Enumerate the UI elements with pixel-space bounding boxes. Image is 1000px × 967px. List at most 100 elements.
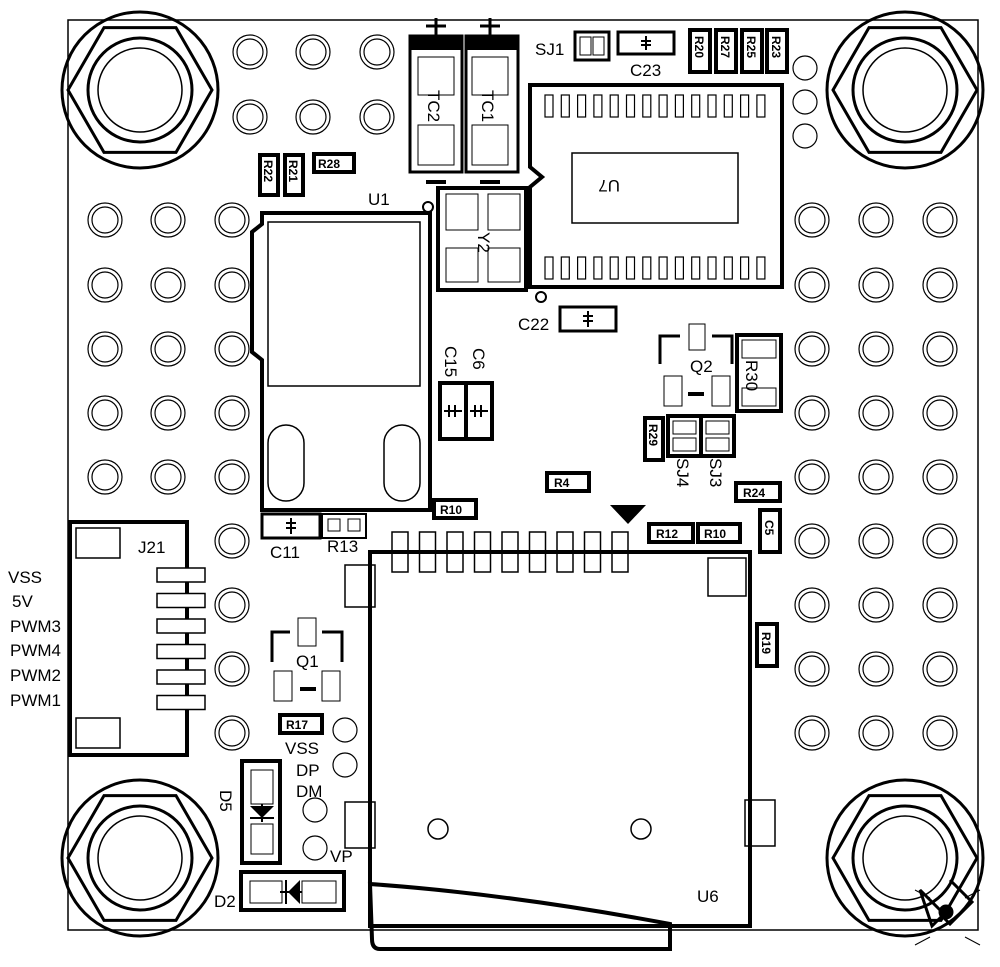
sj3-label: SJ3 xyxy=(706,458,725,487)
q2-label: Q2 xyxy=(690,357,713,376)
q1-label: Q1 xyxy=(296,652,319,671)
pad xyxy=(232,34,268,70)
u7-pin xyxy=(625,256,636,280)
transistor-q2: Q2 xyxy=(658,323,734,407)
sj1-label: SJ1 xyxy=(535,40,564,59)
pad xyxy=(858,331,894,367)
pad xyxy=(214,459,250,495)
tc1-label: TC1 xyxy=(478,90,497,122)
pad xyxy=(214,715,250,751)
j21-pin xyxy=(156,694,206,711)
tc2-label: TC2 xyxy=(424,90,443,122)
j21-pin xyxy=(156,669,206,685)
usb-label-vss: VSS xyxy=(285,739,319,758)
u7-label: U7 xyxy=(598,176,620,195)
mounting-hole xyxy=(825,10,985,170)
svg-text:R10: R10 xyxy=(704,527,726,541)
pad xyxy=(858,651,894,687)
mounting-hole xyxy=(60,10,220,170)
small-pad xyxy=(792,89,818,115)
u7-pin xyxy=(756,94,766,118)
pin-label-pwm1: PWM1 xyxy=(10,691,61,710)
pin-label-pwm3: PWM3 xyxy=(10,617,61,636)
pad xyxy=(150,267,186,303)
capacitor-tc2: TC2 xyxy=(408,18,464,184)
u7-pin xyxy=(593,256,603,280)
small-pad xyxy=(792,123,818,149)
u7-pin xyxy=(576,256,587,280)
resistor-r10-left: R10 xyxy=(432,498,478,520)
u7-pin xyxy=(544,94,554,118)
resistor-r21: R21 xyxy=(283,153,305,197)
c11-label: C11 xyxy=(270,543,300,562)
connector-pin-labels: VSS 5V PWM3 PWM4 PWM2 PWM1 xyxy=(8,568,61,710)
resistor-r17: R17 xyxy=(278,713,324,735)
pad xyxy=(87,267,123,303)
pad xyxy=(794,651,830,687)
pad xyxy=(214,395,250,431)
pad xyxy=(858,202,894,238)
j21-pin xyxy=(156,643,206,660)
pad xyxy=(922,395,958,431)
resistor-r30: R30 xyxy=(735,333,783,413)
capacitor-tc1: TC1 xyxy=(464,18,520,184)
resistor-r13 xyxy=(321,513,367,539)
usb-label-dp: DP xyxy=(296,761,320,780)
svg-text:R24: R24 xyxy=(743,486,765,500)
u7-pin xyxy=(723,256,733,280)
svg-text:R30: R30 xyxy=(742,360,761,391)
pad xyxy=(922,651,958,687)
pad xyxy=(87,202,123,238)
sd-card-socket-u6: U6 xyxy=(344,531,776,951)
svg-text:R28: R28 xyxy=(318,157,340,171)
resistor-r10-right: R10 xyxy=(696,522,742,544)
pad xyxy=(150,331,186,367)
pad xyxy=(922,202,958,238)
pad xyxy=(794,523,830,559)
svg-text:R17: R17 xyxy=(286,718,308,732)
resistor-r25: R25 xyxy=(740,28,764,74)
u7-pin xyxy=(756,256,766,280)
pin-label-pwm4: PWM4 xyxy=(10,641,61,660)
capacitor-c11 xyxy=(260,512,322,540)
u1-label: U1 xyxy=(368,190,390,209)
pad xyxy=(922,459,958,495)
svg-text:R10: R10 xyxy=(440,503,462,517)
pin-label-5v: 5V xyxy=(12,592,33,611)
mounting-holes xyxy=(60,10,985,938)
through-hole-pads xyxy=(87,34,958,861)
u7-pin xyxy=(658,256,668,280)
pad xyxy=(794,715,830,751)
u7-pin xyxy=(625,94,636,118)
r13-label: R13 xyxy=(327,537,358,556)
j21-pin xyxy=(156,567,206,583)
resistor-r23: R23 xyxy=(765,28,789,74)
crystal-y2: Y2 xyxy=(436,186,528,292)
d5-label: D5 xyxy=(216,790,235,812)
resistor-label: R27 xyxy=(718,36,732,58)
y2-label: Y2 xyxy=(474,232,493,253)
pad xyxy=(232,99,268,135)
pad xyxy=(858,267,894,303)
pad xyxy=(794,395,830,431)
pad xyxy=(858,459,894,495)
small-pad xyxy=(302,835,328,861)
resistor-label: R23 xyxy=(769,36,783,58)
pad xyxy=(794,331,830,367)
resistor-r22: R22 xyxy=(258,153,280,197)
svg-text:R22: R22 xyxy=(261,160,275,182)
pad xyxy=(858,587,894,623)
resistor-r12: R12 xyxy=(647,522,695,544)
svg-text:C5: C5 xyxy=(762,520,776,536)
board-outline xyxy=(67,19,979,931)
pad xyxy=(359,99,395,135)
capacitor-c6 xyxy=(464,381,494,441)
j21-pin xyxy=(156,592,206,609)
mounting-hole xyxy=(825,778,985,938)
pad xyxy=(214,202,250,238)
pad xyxy=(794,267,830,303)
sj4-label: SJ4 xyxy=(673,458,692,487)
usb-label-vp: VP xyxy=(330,847,353,866)
pin-label-vss: VSS xyxy=(8,568,42,587)
